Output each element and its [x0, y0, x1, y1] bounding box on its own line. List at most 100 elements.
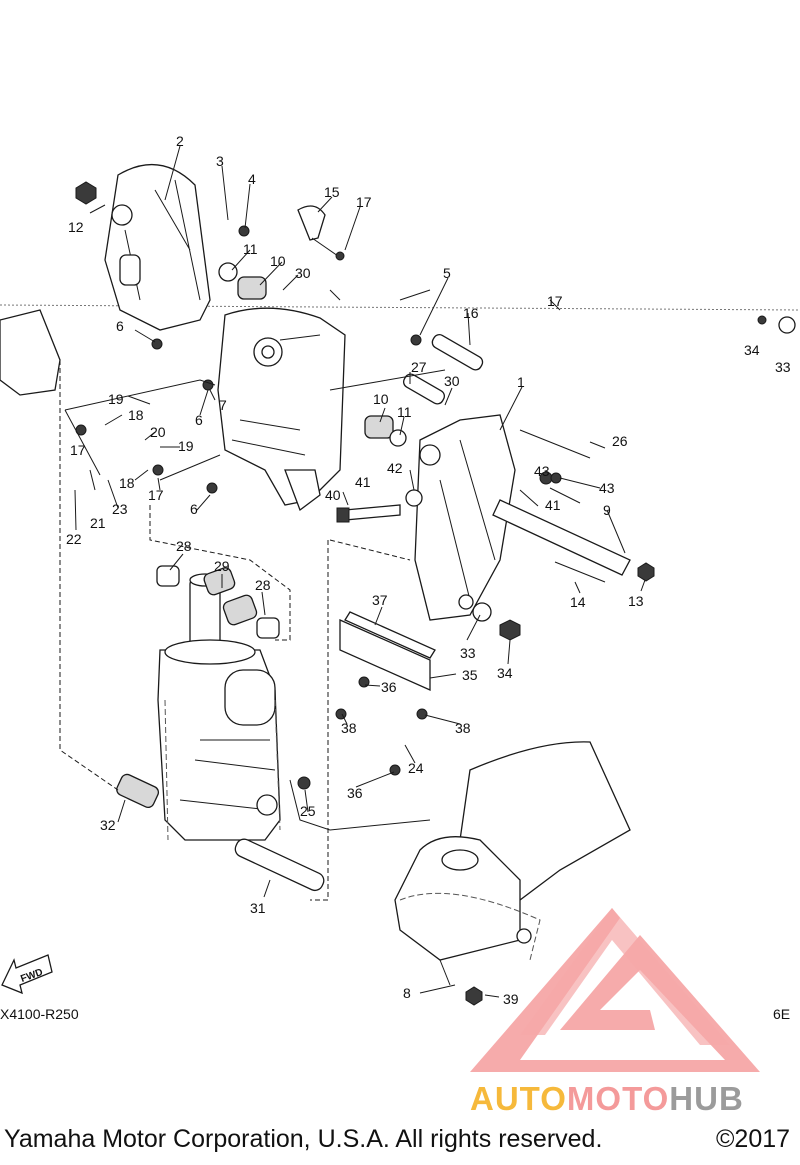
- watermark-part-hub: HUB: [669, 1080, 744, 1117]
- callout-28a: 28: [176, 538, 192, 554]
- part-31-pin: [234, 838, 325, 892]
- callout-18a: 18: [128, 407, 144, 423]
- callout-34a: 34: [744, 342, 760, 358]
- part-14-bolt: [554, 561, 606, 583]
- fwd-arrow-icon: FWD: [1, 954, 53, 995]
- callout-19a: 19: [108, 391, 124, 407]
- part-34-bolt: [499, 619, 521, 641]
- part-40-bolt: [344, 504, 401, 521]
- callout-5: 5: [443, 265, 451, 281]
- part-32-sleeve: [116, 773, 160, 809]
- callout-41b: 41: [545, 497, 561, 513]
- callout-17d: 17: [148, 487, 164, 503]
- callout-1: 1: [517, 374, 525, 390]
- part-16-pin: [431, 333, 484, 371]
- diagram-code-right: 6E: [773, 1006, 791, 1022]
- callout-33a: 33: [775, 359, 791, 375]
- part-39-bolt: [465, 986, 483, 1006]
- part-13-nut: [637, 562, 655, 582]
- callout-15: 15: [324, 184, 340, 200]
- assembly-lines: [59, 289, 451, 986]
- diagram-code-left: X4100-R250: [0, 1006, 79, 1022]
- part-33-washer-top: [778, 316, 796, 334]
- copyright-year: ©2017: [716, 1125, 791, 1153]
- watermark-part-auto: AUTO: [470, 1080, 567, 1117]
- part-10-bushing-b: [364, 415, 394, 439]
- part-10-bushing: [237, 276, 267, 300]
- callout-17b: 17: [547, 293, 563, 309]
- callout-39: 39: [503, 991, 519, 1007]
- callout-16: 16: [463, 305, 479, 321]
- callout-43b: 43: [599, 480, 615, 496]
- callout-28b: 28: [255, 577, 271, 593]
- callout-8: 8: [403, 985, 411, 1001]
- part-9-tilt-shaft: [492, 499, 631, 576]
- callout-26: 26: [612, 433, 628, 449]
- part-28-bushing-b: [156, 565, 180, 587]
- part-38-bolt: [335, 708, 428, 720]
- callout-4: 4: [248, 171, 256, 187]
- callout-33b: 33: [460, 645, 476, 661]
- part-28-bushing: [256, 617, 280, 639]
- callout-38a: 38: [341, 720, 357, 736]
- callout-17c: 17: [70, 442, 86, 458]
- swivel-bracket-center: [217, 307, 346, 512]
- callout-36a: 36: [381, 679, 397, 695]
- part-27-pin: [402, 373, 446, 405]
- part-26-bolt: [519, 429, 591, 459]
- part-42-washer: [405, 489, 423, 507]
- part-4-screw: [238, 225, 250, 237]
- callout-23: 23: [112, 501, 128, 517]
- callout-12: 12: [68, 219, 84, 235]
- part-2-edge-left: [0, 309, 61, 396]
- callout-22: 22: [66, 531, 82, 547]
- callout-24: 24: [408, 760, 424, 776]
- part-15-lever: [297, 205, 326, 241]
- part-40-bolt-head: [336, 507, 350, 523]
- callout-36b: 36: [347, 785, 363, 801]
- copyright-text: Yamaha Motor Corporation, U.S.A. All rig…: [4, 1125, 603, 1153]
- part-12-nut: [75, 181, 97, 205]
- callout-43a: 43: [534, 463, 550, 479]
- callout-6b: 6: [195, 412, 203, 428]
- part-43-nut: [539, 471, 562, 485]
- callout-34b: 34: [497, 665, 513, 681]
- leader-lines: [74, 145, 646, 998]
- callout-40: 40: [325, 487, 341, 503]
- part-17-screw: [75, 251, 767, 476]
- callout-6a: 6: [116, 318, 124, 334]
- callout-31: 31: [250, 900, 266, 916]
- callout-25: 25: [300, 803, 316, 819]
- power-trim-tilt-unit: [157, 573, 281, 841]
- part-15-shaft: [311, 237, 339, 257]
- callout-20: 20: [150, 424, 166, 440]
- callout-9: 9: [603, 502, 611, 518]
- callout-6c: 6: [190, 501, 198, 517]
- callout-2: 2: [176, 133, 184, 149]
- callout-32: 32: [100, 817, 116, 833]
- part-5-screw: [410, 334, 422, 346]
- part-6-bolt: [151, 338, 218, 494]
- callout-29: 29: [214, 558, 230, 574]
- part-29-sleeve-b: [222, 594, 258, 626]
- triangle-logo-icon: [470, 908, 760, 1072]
- callout-10a: 10: [270, 253, 286, 269]
- callout-17a: 17: [356, 194, 372, 210]
- callout-41a: 41: [355, 474, 371, 490]
- callout-19b: 19: [178, 438, 194, 454]
- callout-27: 27: [411, 359, 427, 375]
- callout-30b: 30: [444, 373, 460, 389]
- part-35-anode: [339, 611, 436, 692]
- part-2-left-clamp-bracket: [104, 163, 211, 331]
- callout-21: 21: [90, 515, 106, 531]
- part-1-right-clamp-bracket: [414, 414, 516, 621]
- callout-13: 13: [628, 593, 644, 609]
- callout-11b: 11: [397, 404, 412, 420]
- callout-38b: 38: [455, 720, 471, 736]
- part-29-sleeve: [203, 567, 236, 596]
- callout-35: 35: [462, 667, 478, 683]
- callout-30a: 30: [295, 265, 311, 281]
- part-11-washer-b: [389, 429, 407, 447]
